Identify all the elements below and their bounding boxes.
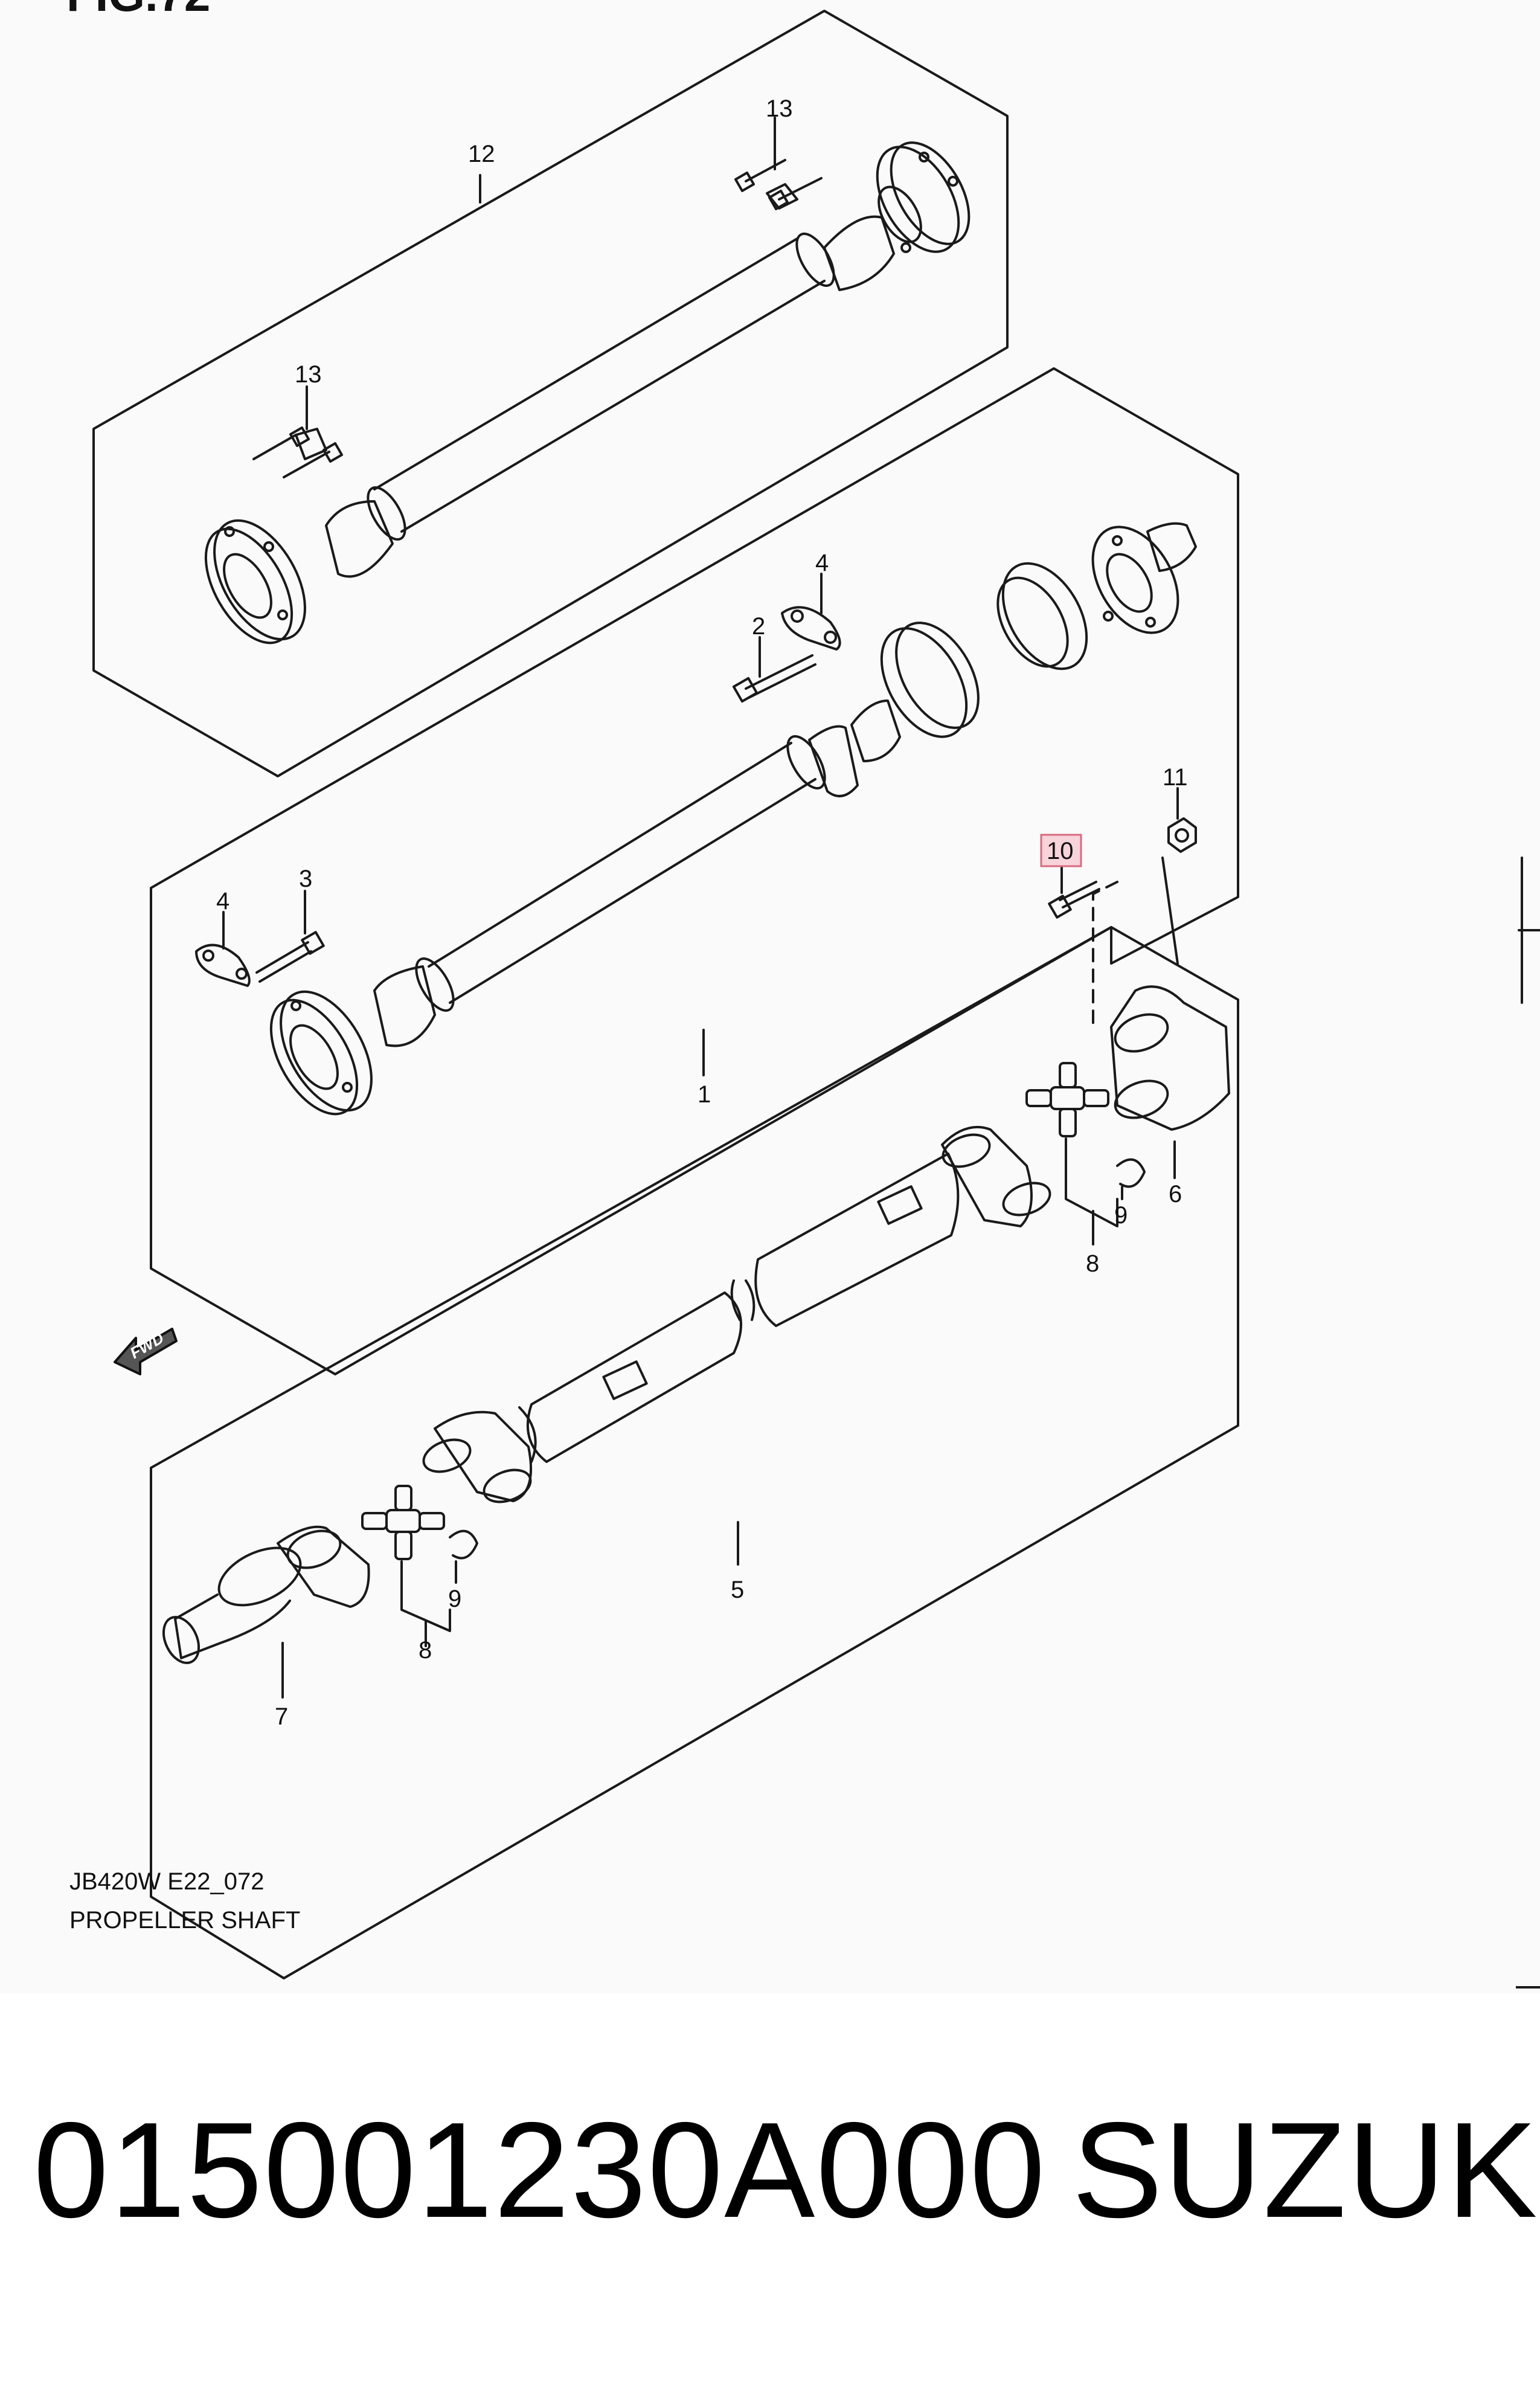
panel-intermediate-shaft	[150, 926, 1239, 1979]
figure-caption: PROPELLER SHAFT	[69, 1907, 300, 1934]
lock-plate-4-upper	[781, 573, 841, 651]
parts-diagram: FIG.72	[66, 0, 1540, 1989]
callout-7: 7	[275, 1703, 288, 1730]
slip-yoke-7	[162, 1525, 370, 1699]
tube-5-lower	[518, 1291, 742, 1463]
callout-10: 10	[1047, 838, 1074, 864]
part-number: 015001230A000	[33, 2094, 1047, 2246]
part-number-footer	[0, 1993, 1540, 2392]
figure-code: JB420W E22_072	[69, 1868, 264, 1895]
nut-11	[1161, 787, 1197, 965]
circlip-9-upper	[1116, 1158, 1146, 1200]
callout-12: 12	[468, 141, 495, 167]
spider-8-lower	[361, 1485, 451, 1647]
circlip-9-lower	[449, 1529, 478, 1584]
callout-1: 1	[698, 1081, 711, 1108]
yoke-lower	[422, 1410, 533, 1503]
callout-2: 2	[752, 613, 765, 640]
bolt-10	[1048, 863, 1100, 919]
callout-13-lower: 13	[295, 361, 322, 388]
shaft-12-assembly	[204, 141, 971, 645]
bolt-13-lower	[252, 385, 344, 478]
lock-plate-4-lower	[195, 911, 251, 987]
brand-name: SUZUKI	[1072, 2094, 1540, 2246]
panel-front-shaft	[92, 10, 1009, 777]
callout-6: 6	[1169, 1181, 1182, 1207]
spider-8-upper	[1025, 1062, 1118, 1246]
panel-rear-shaft	[150, 367, 1239, 1375]
callout-4-upper: 4	[815, 550, 829, 576]
callout-10-highlight	[1040, 834, 1082, 867]
break-mark-upper	[745, 1279, 756, 1321]
shaft-1-assembly	[269, 522, 1197, 1116]
bolt-13-upper	[734, 117, 823, 211]
bolt-2	[732, 636, 817, 703]
flange-yoke-6	[1110, 985, 1230, 1179]
callout-labels: 13 12 13 4 2 11 3 4 1 6 9 8 5 9 8 7 10	[216, 95, 1188, 1730]
callout-5: 5	[731, 1577, 744, 1603]
callout-8-lower: 8	[419, 1637, 432, 1664]
callout-8-upper: 8	[1086, 1250, 1099, 1277]
callout-4-lower: 4	[216, 888, 229, 915]
callout-9-lower: 9	[448, 1586, 461, 1612]
fwd-arrow-icon: FWD	[114, 1328, 178, 1375]
callout-13-upper: 13	[766, 95, 793, 122]
callout-11: 11	[1163, 764, 1188, 791]
callout-3: 3	[299, 866, 312, 892]
callout-9-upper: 9	[1114, 1202, 1128, 1229]
yoke-upper	[941, 1125, 1051, 1227]
tube-5-upper	[754, 1153, 960, 1327]
figure-header-fragment: FIG.72	[66, 0, 210, 21]
bolt-3	[255, 890, 325, 983]
parts-diagram-panel: FIG.72	[66, 0, 1540, 1989]
dashed-leader-10	[1092, 881, 1118, 1028]
